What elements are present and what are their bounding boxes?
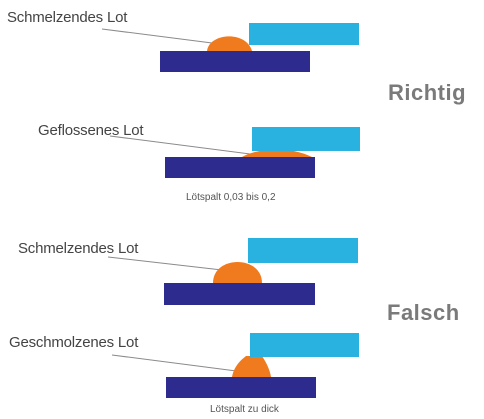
panel-1-base-plate [160,51,310,72]
verdict-wrong: Falsch [387,300,460,325]
panel-2-top-plate [252,127,360,151]
panel-3-leader-line [107,256,223,271]
panel-2-label: Geflossenes Lot [38,122,144,139]
panel-4-base-plate [166,377,316,398]
panel-2-solder-film [242,149,312,157]
panel-3-base-plate [164,283,315,305]
panel-4-top-plate [250,333,359,357]
verdict-correct: Richtig [388,80,467,105]
panel-1-leader-line [101,28,213,44]
panel-3-top-plate [248,238,358,263]
panel-1-top-plate [249,23,359,45]
panel-2-graphic [109,127,360,178]
panel-4-label: Geschmolzenes Lot [9,334,139,351]
panel-4-leader-line [111,354,245,373]
panel-4-caption: Lötspalt zu dick [210,404,279,415]
panel-3-solder-drop [213,262,262,283]
panel-1-solder-drop [207,36,252,51]
panel-2-caption: Lötspalt 0,03 bis 0,2 [186,192,276,203]
panel-2-base-plate [165,157,315,178]
panel-4-graphic [111,333,359,398]
panel-3-label: Schmelzendes Lot [18,240,139,257]
panel-1-label: Schmelzendes Lot [7,9,128,26]
panel-1-graphic [101,23,359,72]
panel-2-leader-line [109,135,259,156]
panel-4-solder-bridge [232,356,271,377]
panel-3-graphic [107,238,358,305]
